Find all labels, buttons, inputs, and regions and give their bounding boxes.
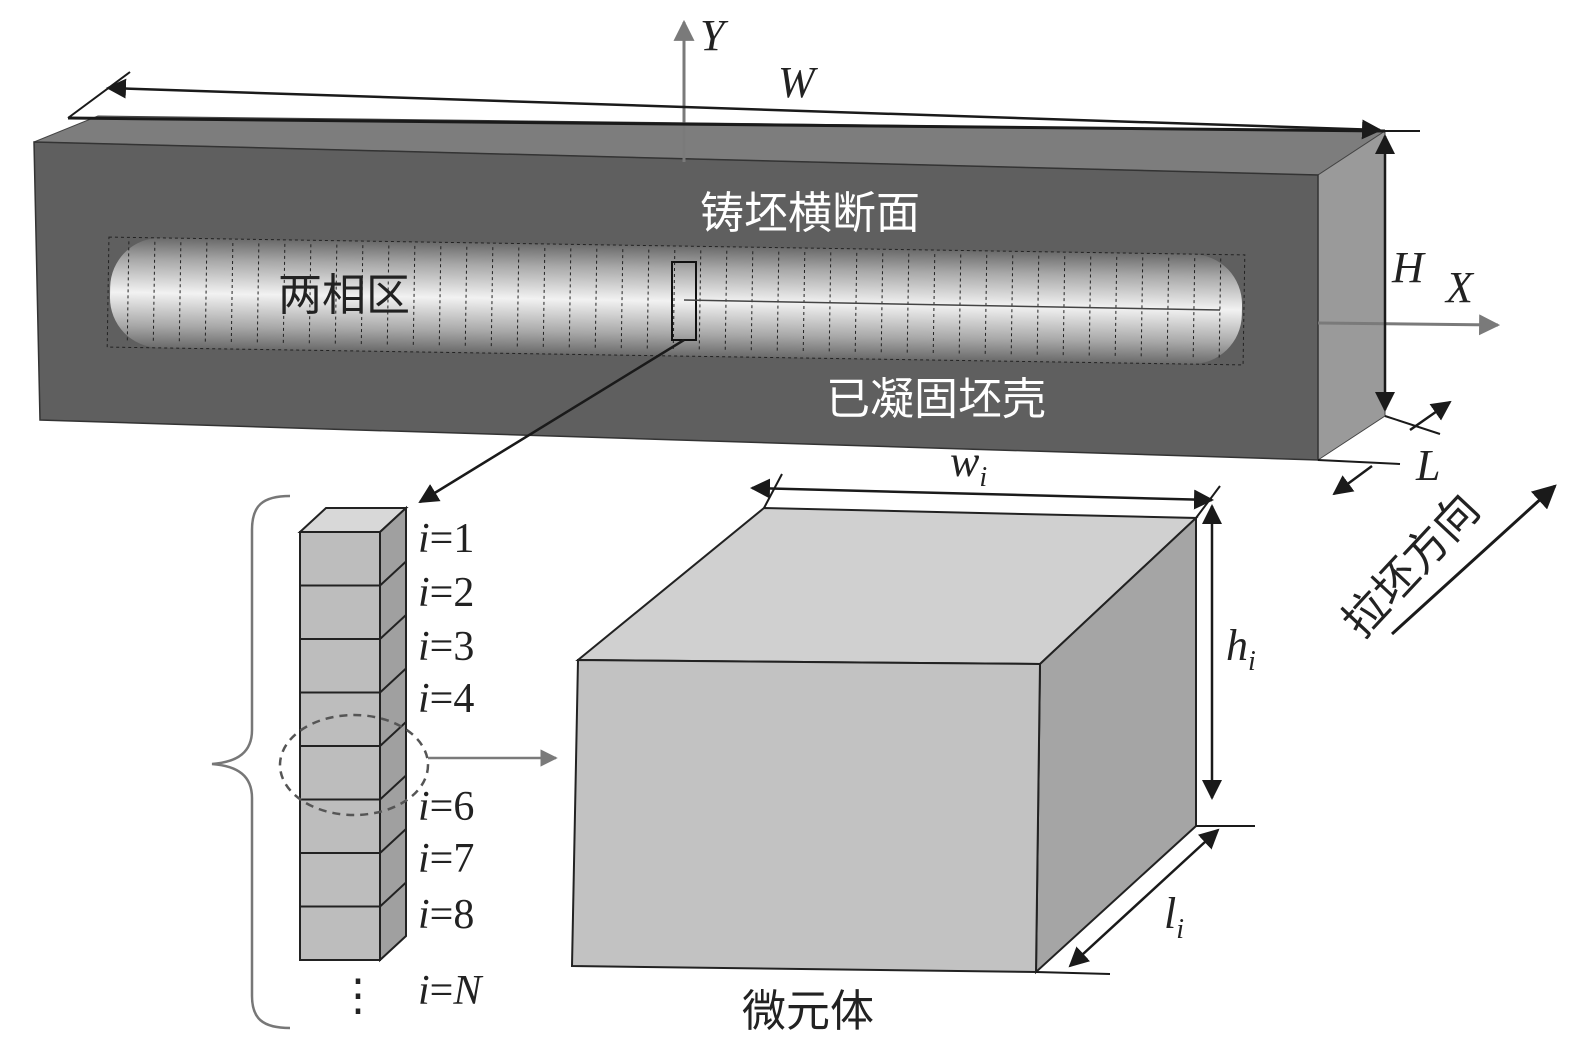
elem-length-arrow [1068,828,1220,968]
cross-section-label: 铸坯横断面 [700,188,920,239]
elem-width-ext-right [1195,485,1221,519]
element-index-label: i=2 [418,570,474,616]
slice-line [516,247,520,350]
x-axis [1317,314,1501,336]
height-label: H [1391,243,1426,292]
elem-width-label: wi [950,437,987,493]
casting-direction-arrow [1390,484,1557,636]
slice-line [178,242,182,345]
slice-line [542,247,546,350]
slice-line [594,248,598,351]
elem-width-arrow [750,478,1214,510]
elem-length-ext [1035,971,1111,975]
stack-divider-side [379,667,407,694]
slice-line [386,245,390,348]
micro-element-cube [570,506,1199,975]
slice-axis-line [683,299,1221,311]
stack-brace [211,494,291,1030]
slice-line [360,245,364,348]
length-label: L [1415,441,1440,490]
element-labels: i=1 i=2 i=3 i=4 i=6 i=7 i=8 i=N [418,516,483,1014]
stack-divider-side [379,614,407,640]
slab-side-face [1317,130,1386,461]
stack-divider-side [379,560,407,587]
slice-line [490,247,494,350]
liquid-core [109,237,1243,365]
width-label: W [778,58,818,107]
slice-line [750,251,754,354]
cube-front-face [570,658,1042,974]
slice-line [776,251,780,354]
slice-line [230,243,234,346]
slice-line [672,249,676,352]
element-index-label: i=1 [418,516,474,562]
slice-line [334,244,338,347]
slice-line [724,250,728,353]
element-index-label: i=3 [418,624,474,670]
slab: 铸坯横断面 两相区 已凝固坯壳 [33,115,1387,461]
width-ext-left [67,71,131,119]
slice-outline [106,236,1246,366]
slice-line [256,243,260,346]
element-index-label: i=4 [418,676,474,722]
slice-line [698,250,702,353]
slice-line [568,248,572,351]
micro-element-label: 微元体 [742,986,874,1037]
slice-line [204,242,208,345]
length-ext-2 [1384,415,1441,435]
stack-ellipsis: ⋮ [336,970,380,1021]
length-arrow-upper [1409,400,1452,432]
slice-line [620,249,624,352]
length-ext-1 [1317,459,1401,465]
stack-divider-side [379,828,407,854]
slice-line [152,241,156,344]
elem-length-label: li [1164,889,1184,945]
elem-height-label: hi [1226,621,1256,677]
slice-line [464,246,468,349]
solidified-shell-label: 已凝固坯壳 [826,374,1046,425]
slice-line [126,241,130,344]
x-axis-label: X [1444,263,1475,312]
slice-line [438,246,442,349]
y-axis-label: Y [700,11,729,60]
slice-to-stack-arrow [418,338,685,504]
stack-dividers [300,560,407,908]
slice-line [646,249,650,352]
elem-width-ext-left [763,473,783,509]
stack-divider-side [379,881,407,908]
width-dimension-arrow [106,78,1382,140]
two-phase-zone-label: 两相区 [278,270,410,321]
element-index-label: i=7 [418,836,474,882]
slice-line [308,244,312,347]
slice-line [412,245,416,348]
element-index-label: i=8 [418,892,474,938]
slice-line [282,243,286,346]
element-index-label: i=N [418,968,483,1014]
stack-divider-side [379,774,407,801]
slice-line [802,252,806,355]
element-index-label: i=6 [418,784,474,830]
length-arrow-lower [1332,464,1373,496]
selected-element-ellipse [278,713,430,817]
